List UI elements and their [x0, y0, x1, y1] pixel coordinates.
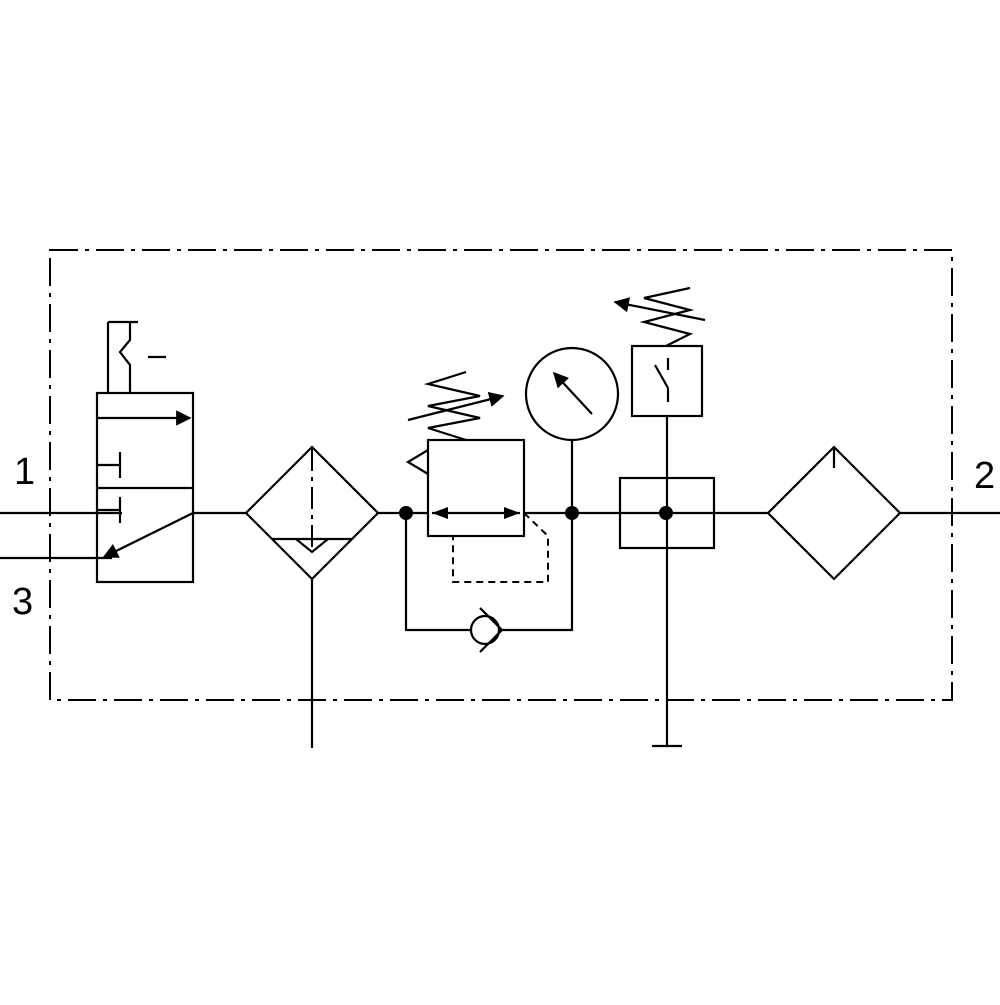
- port-2-label: 2: [974, 455, 995, 497]
- bypass-check-valve: [404, 513, 574, 653]
- pressure-regulator: [405, 370, 549, 583]
- regulator-spring: [423, 370, 481, 442]
- regulator-adjust-arrow: [407, 391, 505, 422]
- pressure-switch: [613, 286, 706, 478]
- shut-off-valve: [95, 320, 195, 584]
- switch-spring: [639, 286, 695, 347]
- switch-adjust-arrow: [613, 297, 706, 322]
- valve-exhaust-arrow: [102, 512, 194, 558]
- gauge-needle: [552, 371, 593, 415]
- distributor-block: [618, 476, 716, 748]
- filter-water-separator: [244, 445, 380, 748]
- lubricator: [766, 445, 902, 581]
- pressure-gauge: [524, 346, 620, 513]
- port-3-label: 3: [12, 581, 33, 623]
- unit-enclosure-boundary: [49, 249, 953, 701]
- port-1-label: 1: [14, 451, 35, 493]
